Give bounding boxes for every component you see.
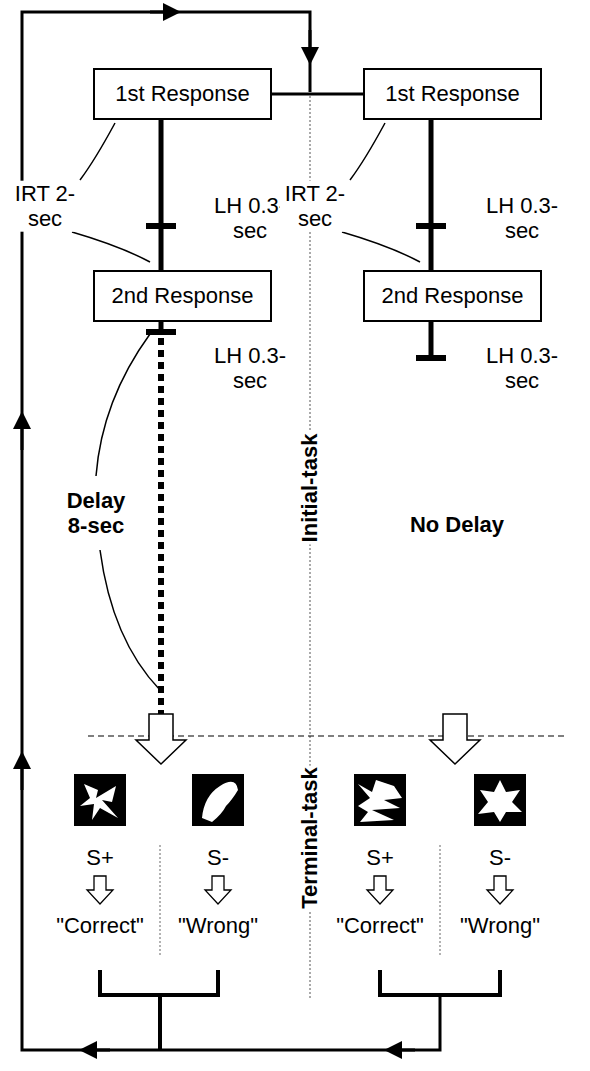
annotation-label: "Correct" — [54, 913, 146, 938]
hollow-arrow — [136, 714, 480, 764]
outcome-bracket — [100, 970, 500, 1050]
trial-loop — [22, 12, 440, 1050]
annotation-label: LH 0.3-sec — [477, 193, 567, 244]
annotation-label: IRT 2-sec — [10, 181, 80, 232]
connector — [272, 93, 363, 96]
box-text: 1st Response — [385, 81, 520, 107]
annotation-label: "Wrong" — [176, 913, 260, 938]
phase-label: Initial-task — [297, 432, 322, 545]
annotation-label: S+ — [84, 845, 116, 870]
box-text: 1st Response — [115, 81, 250, 107]
annotation-label: Delay 8-sec — [56, 488, 136, 539]
annotation-label: S- — [205, 845, 231, 870]
annotation-label: IRT 2-sec — [280, 181, 350, 232]
connector — [159, 120, 164, 270]
interval-curve — [72, 123, 420, 690]
delay-line — [158, 338, 164, 714]
box-text: 2nd Response — [112, 283, 254, 309]
box-text: 2nd Response — [382, 283, 524, 309]
connector — [429, 120, 434, 270]
annotation-label: LH 0.3-sec — [477, 343, 567, 394]
response-box: 1st Response — [363, 68, 542, 120]
annotation-label: LH 0.3-sec — [205, 343, 295, 394]
response-box: 1st Response — [93, 68, 272, 120]
annotation-label: "Correct" — [334, 913, 426, 938]
response-box: 2nd Response — [93, 270, 272, 322]
annotation-label: S+ — [364, 845, 396, 870]
phase-label: Terminal-task — [297, 765, 322, 910]
annotation-label: S- — [487, 845, 513, 870]
response-line — [161, 322, 431, 358]
annotation-label: "Wrong" — [458, 913, 542, 938]
annotation-label: No Delay — [408, 512, 506, 537]
response-box: 2nd Response — [363, 270, 542, 322]
